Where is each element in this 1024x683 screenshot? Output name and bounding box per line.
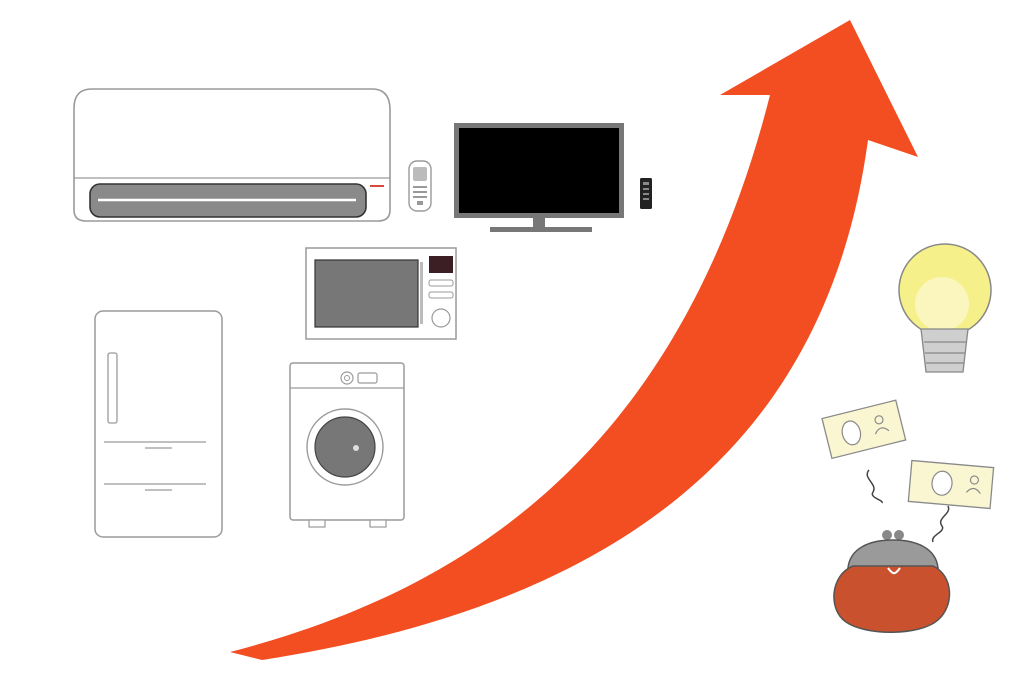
ac-remote-icon bbox=[408, 160, 432, 212]
television-icon bbox=[454, 123, 624, 232]
microwave-oven-icon bbox=[305, 247, 457, 340]
washing-machine-icon bbox=[289, 362, 405, 528]
refrigerator-icon bbox=[94, 310, 223, 538]
light-bulb-icon bbox=[898, 243, 992, 373]
tv-remote-icon bbox=[640, 178, 652, 209]
banknote-icon bbox=[907, 459, 995, 510]
air-conditioner-icon bbox=[73, 88, 391, 222]
coin-purse-icon bbox=[833, 530, 951, 633]
rising-arrow-icon bbox=[230, 20, 918, 660]
banknote-icon bbox=[821, 399, 907, 460]
